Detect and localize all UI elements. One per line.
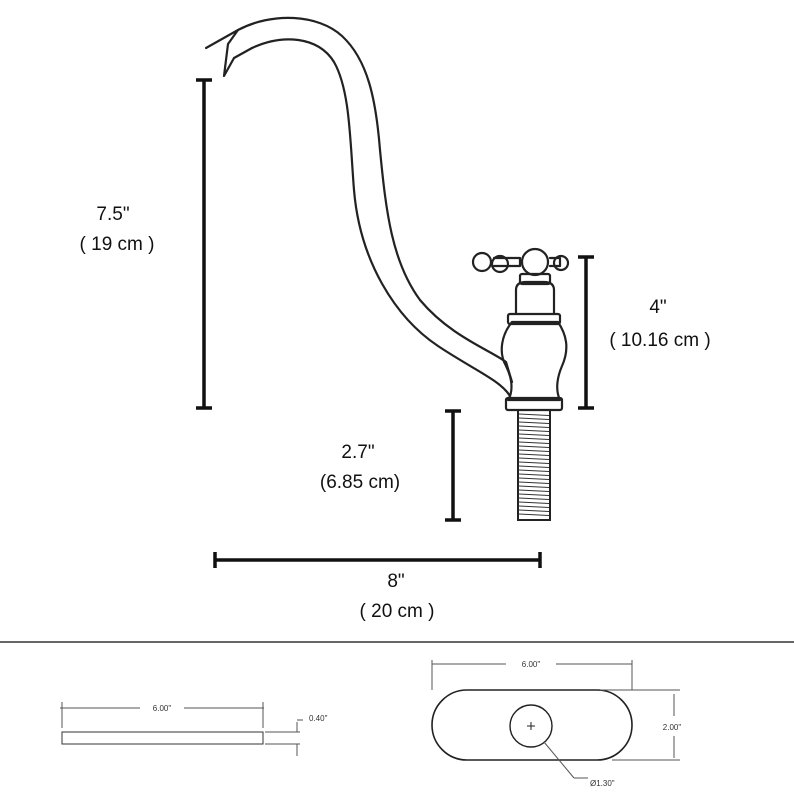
plate-side-view — [60, 702, 303, 756]
shank-thread-line — [518, 513, 550, 516]
plate-side-length: 6.00" — [153, 704, 172, 713]
plate-hole-diameter: Ø1.30" — [590, 779, 615, 788]
shank-thread-line — [518, 429, 550, 432]
body-collar — [506, 312, 562, 326]
cross-handle — [492, 256, 562, 268]
shank-length-cm: (6.85 cm) — [320, 472, 400, 493]
spout-outer-curve — [236, 16, 514, 384]
shank-thread-line — [518, 453, 550, 456]
plate-top-length: 6.00" — [522, 660, 541, 669]
shank-thread-line — [518, 489, 550, 492]
spout-tip — [204, 28, 254, 78]
shank-thread-line — [518, 441, 550, 444]
shank-length-bar — [445, 409, 461, 522]
shank-thread-line — [518, 449, 550, 452]
shank-length-inches: 2.7" — [341, 442, 374, 463]
handle-height-bar — [578, 255, 594, 410]
plate-top-view — [431, 660, 680, 779]
handle-knob-right — [552, 254, 570, 272]
shank-thread-line — [518, 473, 550, 476]
spout-inner-curve — [250, 38, 512, 398]
shank-thread-line — [518, 437, 550, 440]
shank-thread-line — [518, 461, 550, 464]
handle-center — [520, 247, 550, 277]
plate-top-outline — [431, 689, 633, 761]
spout-height-cm: ( 19 cm ) — [80, 234, 155, 255]
reach-bar — [213, 552, 542, 568]
plate-side-profile — [61, 731, 264, 745]
shank-thread-line — [518, 505, 550, 508]
shank-thread-line — [518, 425, 550, 428]
handle-height-inches: 4" — [649, 297, 666, 318]
shank-thread-line — [518, 469, 550, 472]
shank-thread-line — [518, 413, 550, 416]
shank-thread-line — [518, 433, 550, 436]
handle-knob-left — [471, 251, 493, 273]
shank-thread-line — [518, 485, 550, 488]
shank-thread-line — [518, 497, 550, 500]
shank-thread-line — [518, 457, 550, 460]
handle-bonnet — [514, 280, 556, 316]
spout-height-inches: 7.5" — [96, 204, 129, 225]
plate-top-width: 2.00" — [663, 723, 682, 732]
handle-height-cm: ( 10.16 cm ) — [609, 330, 710, 351]
reach-cm: ( 20 cm ) — [360, 601, 435, 622]
shank-thread-line — [518, 481, 550, 484]
plate-center-hole — [509, 704, 553, 748]
plate-thickness: 0.40" — [309, 714, 328, 723]
shank-thread-line — [518, 417, 550, 420]
faucet-body — [500, 320, 568, 402]
reach-inches: 8" — [387, 571, 404, 592]
threaded-shank — [517, 409, 551, 521]
shank-thread-line — [518, 445, 550, 448]
shank-thread-line — [518, 465, 550, 468]
shank-thread-line — [518, 421, 550, 424]
dimension-lines — [196, 78, 594, 568]
shank-thread-line — [518, 509, 550, 512]
shank-thread-line — [518, 493, 550, 496]
spout-height-bar — [196, 78, 212, 410]
shank-thread-line — [518, 501, 550, 504]
handle-knob-left-2 — [490, 254, 510, 274]
faucet-illustration — [204, 16, 570, 412]
shank-thread-line — [518, 477, 550, 480]
